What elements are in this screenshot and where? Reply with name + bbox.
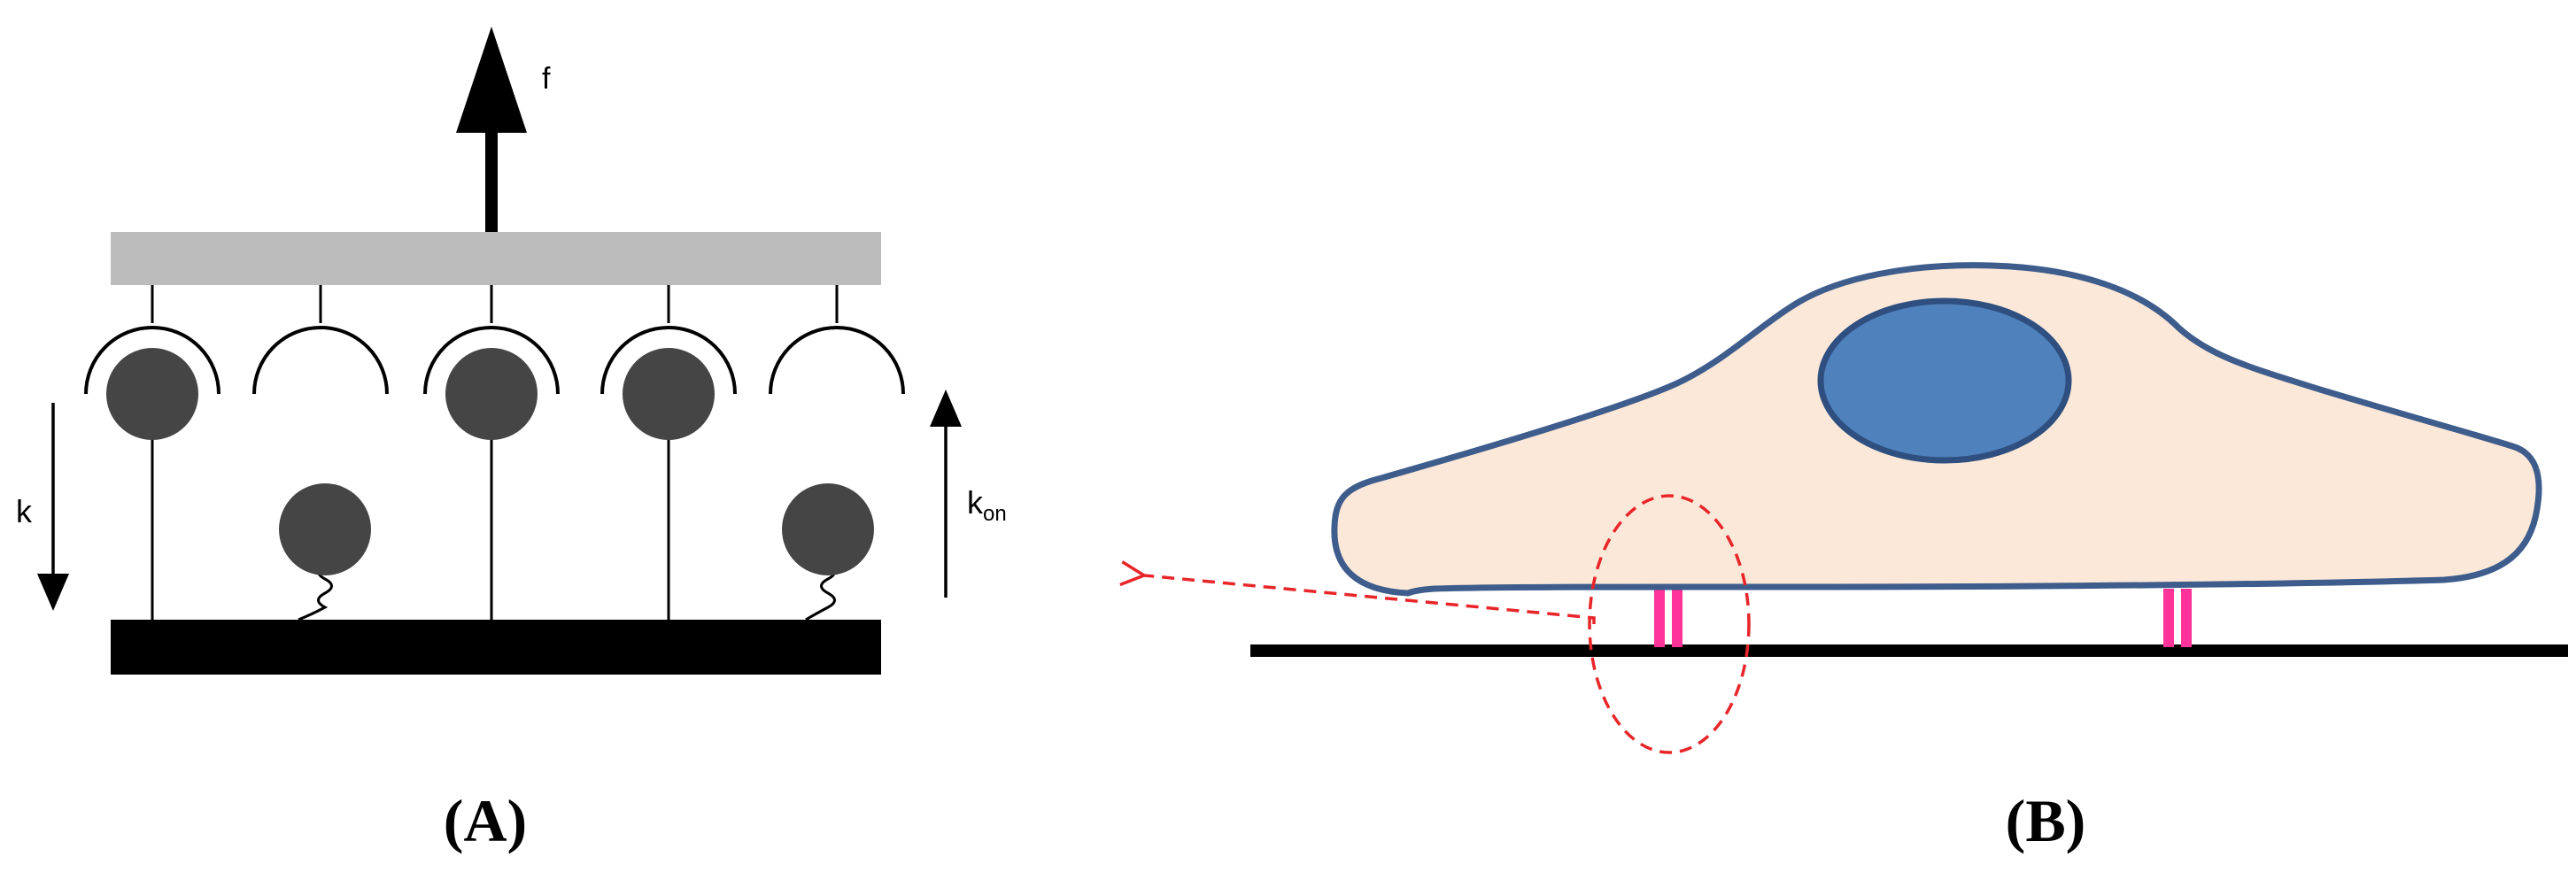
- bound-bead: [445, 348, 538, 440]
- receptor-cap: [252, 326, 389, 395]
- unbound-ligands: [279, 483, 874, 621]
- receptor-cap: [84, 326, 220, 395]
- bound-bead: [623, 348, 715, 440]
- top-plate: [111, 232, 881, 285]
- panel-b: (B): [1144, 262, 2568, 854]
- force-arrow: [456, 27, 527, 232]
- free-bead: [782, 483, 874, 575]
- off-rate-label: k: [16, 493, 33, 529]
- receptor-cap: [769, 326, 905, 395]
- on-rate-arrow: [930, 390, 962, 598]
- cell-nucleus: [1817, 297, 2072, 464]
- panel-a-caption: (A): [444, 787, 527, 854]
- panel-a: f: [16, 27, 1007, 854]
- adhesion-bond-left: [1654, 589, 1683, 647]
- free-bead: [279, 483, 371, 575]
- zoom-region-ellipse: [1588, 494, 1751, 754]
- bound-ligands: [106, 348, 715, 620]
- receptor-cap: [600, 326, 737, 395]
- on-rate-label: kon: [967, 484, 1007, 526]
- bound-bead: [106, 348, 198, 440]
- receptor-stems: [151, 285, 839, 323]
- panel-b-caption: (B): [2006, 787, 2086, 854]
- adhesion-bond-right: [2163, 589, 2192, 647]
- bottom-substrate: [111, 620, 881, 675]
- receptor-caps: [84, 326, 905, 395]
- off-rate-arrow: [37, 403, 69, 611]
- receptor-cap: [423, 326, 560, 395]
- force-label: f: [542, 62, 551, 96]
- zoom-pointer-arrow: [1144, 575, 1596, 624]
